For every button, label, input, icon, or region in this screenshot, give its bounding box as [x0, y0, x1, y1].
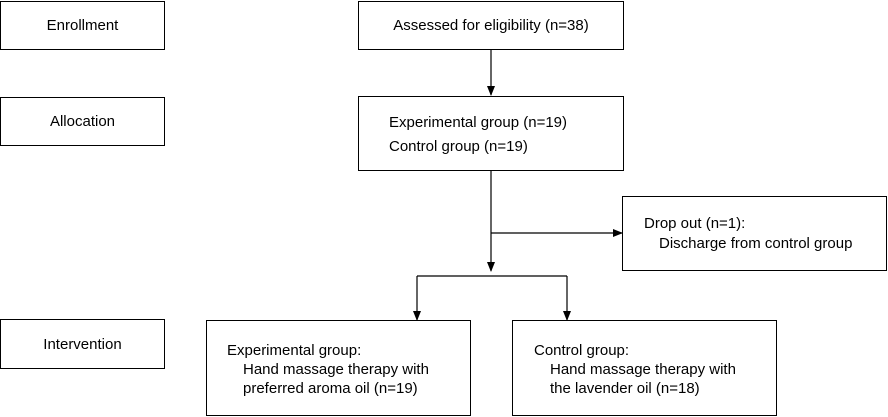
- assessed-box: Assessed for eligibility (n=38): [358, 1, 624, 50]
- dropout-reason: Discharge from control group: [659, 235, 853, 252]
- control-intervention-box: Control group: Hand massage therapy with…: [512, 320, 777, 416]
- experimental-intervention-title: Experimental group:: [227, 342, 362, 359]
- allocation-control-label: Control group (n=19): [389, 138, 528, 155]
- assessed-label: Assessed for eligibility (n=38): [393, 17, 589, 34]
- control-intervention-title: Control group:: [534, 342, 630, 359]
- experimental-intervention-line1: Hand massage therapy with: [243, 361, 429, 378]
- intervention-stage-box: Intervention: [0, 319, 165, 369]
- dropout-title: Drop out (n=1):: [644, 215, 746, 232]
- enrollment-stage-box: Enrollment: [0, 1, 165, 50]
- dropout-box: Drop out (n=1): Discharge from control g…: [622, 196, 887, 271]
- experimental-intervention-box: Experimental group: Hand massage therapy…: [206, 320, 471, 416]
- intervention-stage-label: Intervention: [43, 335, 122, 353]
- experimental-intervention-line2: preferred aroma oil (n=19): [243, 380, 418, 397]
- control-intervention-line1: Hand massage therapy with: [550, 361, 736, 378]
- enrollment-stage-label: Enrollment: [46, 17, 119, 34]
- allocation-stage-label: Allocation: [49, 113, 116, 130]
- allocation-experimental-label: Experimental group (n=19): [389, 114, 568, 131]
- allocation-box: Experimental group (n=19) Control group …: [358, 96, 624, 171]
- control-intervention-line2: the lavender oil (n=18): [550, 380, 700, 397]
- allocation-stage-box: Allocation: [0, 97, 165, 146]
